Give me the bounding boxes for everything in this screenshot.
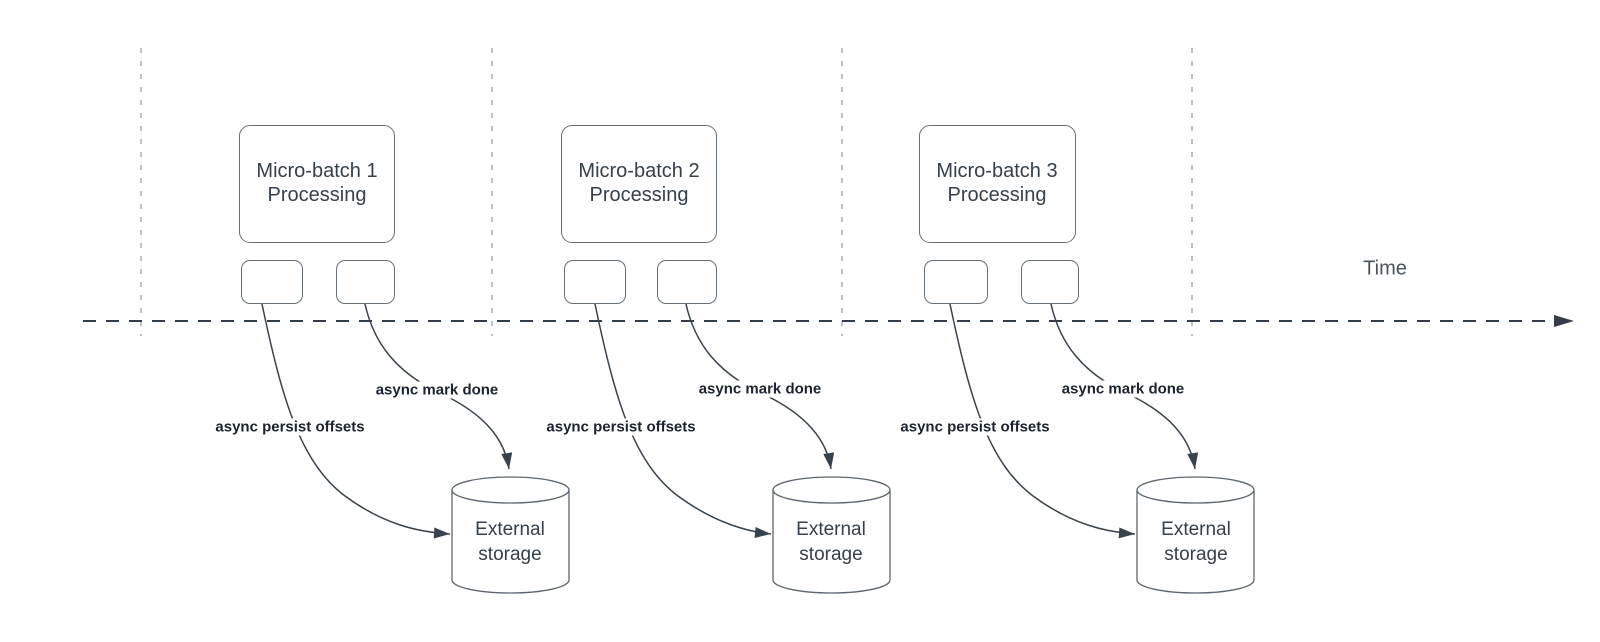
mark-done-task-box-1 <box>336 260 395 304</box>
micro-batch-label-2: Micro-batch 2 Processing <box>578 160 700 206</box>
mark-done-label-3: async mark done <box>1058 380 1188 398</box>
persist-offsets-task-box-3 <box>924 260 988 304</box>
external-storage-label-3: External storage <box>1161 519 1231 565</box>
micro-batch-label-3: Micro-batch 3 Processing <box>936 160 1058 206</box>
micro-batch-2-box <box>561 125 717 243</box>
mark-done-label-1: async mark done <box>372 381 502 399</box>
time-axis-label: Time <box>1363 257 1407 280</box>
persist-offsets-arrow-2 <box>594 303 772 538</box>
persist-offsets-task-box-1 <box>241 260 303 304</box>
persist-offsets-task-box-2 <box>564 260 626 304</box>
mark-done-task-box-3 <box>1021 260 1079 304</box>
micro-batch-1-box <box>239 125 395 243</box>
external-storage-cylinder-2 <box>772 476 891 594</box>
persist-offsets-label-1: async persist offsets <box>212 418 368 436</box>
mark-done-task-box-2 <box>657 260 717 304</box>
persist-offsets-arrow-1 <box>261 303 451 539</box>
micro-batch-label-1: Micro-batch 1 Processing <box>256 160 378 206</box>
external-storage-cylinder-1 <box>451 476 570 594</box>
micro-batch-3-box <box>919 125 1076 243</box>
external-storage-label-1: External storage <box>475 519 545 565</box>
external-storage-cylinder-3 <box>1136 476 1255 594</box>
mark-done-label-2: async mark done <box>695 380 825 398</box>
persist-offsets-arrow-3 <box>949 303 1136 539</box>
external-storage-label-2: External storage <box>796 519 866 565</box>
persist-offsets-label-3: async persist offsets <box>897 418 1053 436</box>
persist-offsets-label-2: async persist offsets <box>543 418 699 436</box>
